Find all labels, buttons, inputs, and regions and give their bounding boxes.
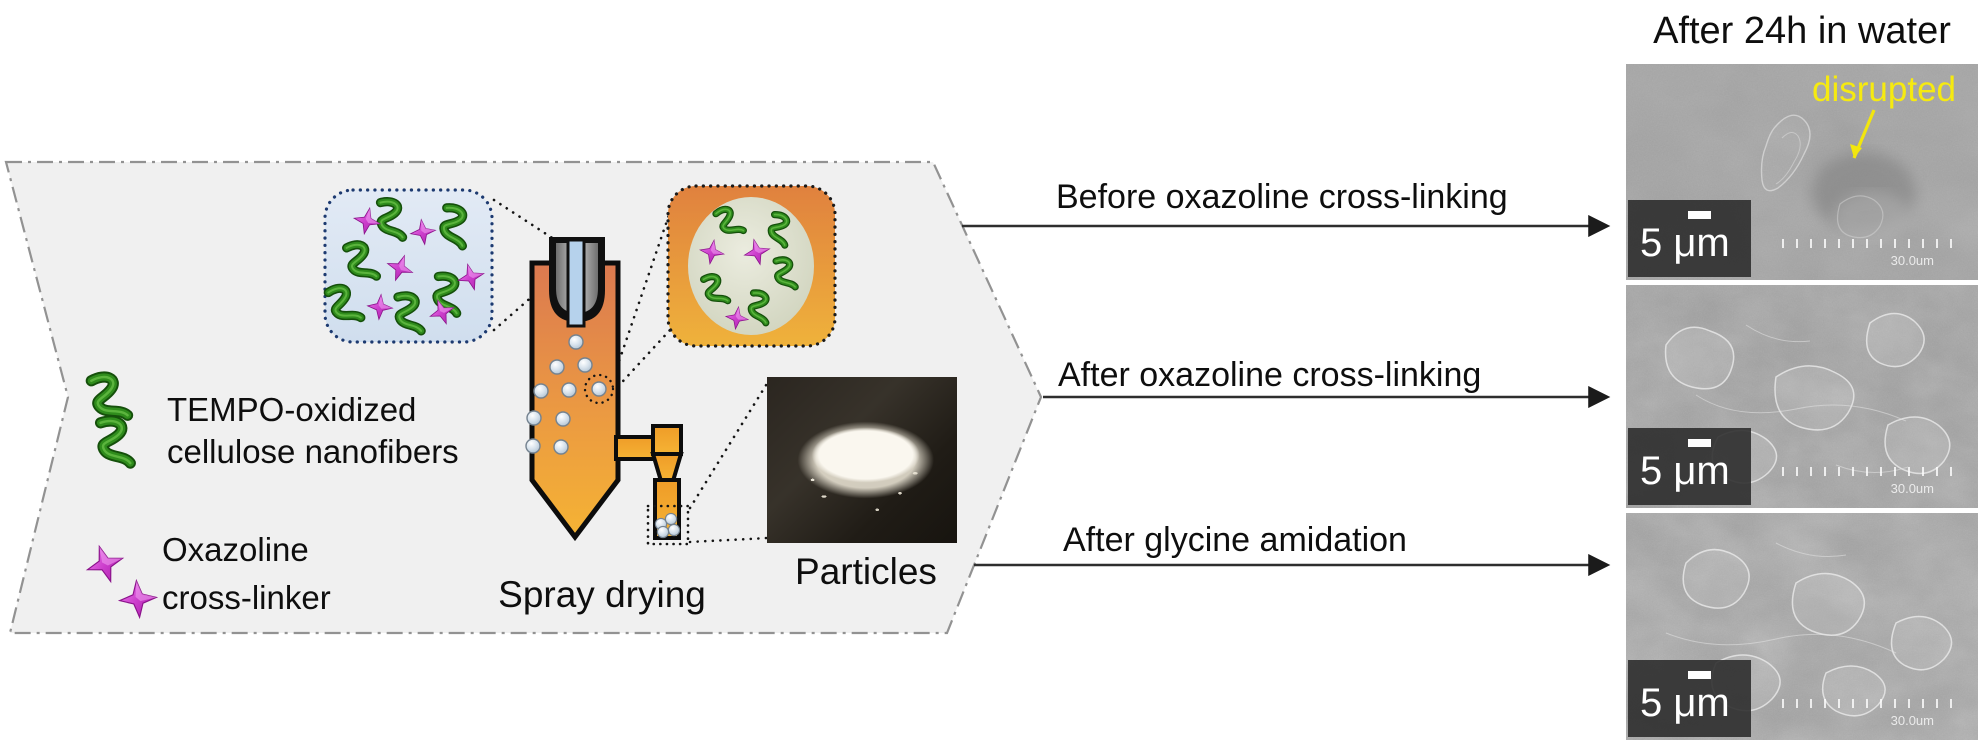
cnf-solution-inset <box>325 188 494 344</box>
dryer-nozzle-icon <box>549 237 605 328</box>
particles-photo <box>767 377 957 543</box>
particles-label: Particles <box>795 551 937 592</box>
sem-ruler <box>1782 239 1952 248</box>
scale-overlay: 5 μm <box>1628 660 1751 737</box>
sem-ruler-label: 30.0um <box>1890 713 1934 728</box>
droplet-inset <box>666 184 837 348</box>
disrupted-annotation: disrupted <box>1812 70 1956 109</box>
spray-dryer <box>525 237 690 546</box>
disrupted-arrow <box>1850 144 1862 158</box>
dryer-collector <box>614 424 690 546</box>
powder-zoom-marker <box>646 504 690 546</box>
sem-image-after-crosslinking: 30.0um 5 μm <box>1626 285 1978 508</box>
spray-drying-label: Spray drying <box>498 574 706 615</box>
scale-label: 5 μm <box>1640 221 1730 265</box>
sem-ruler-label: 30.0um <box>1890 481 1934 496</box>
sem-ruler <box>1782 467 1952 476</box>
sem-image-before-crosslinking: disrupted 30.0um 5 μm <box>1626 64 1978 280</box>
inset-connector-lines <box>492 198 770 544</box>
scale-bar <box>1688 671 1711 679</box>
scale-overlay: 5 μm <box>1628 428 1751 505</box>
legend-cnf-line1: TEMPO-oxidized <box>167 391 417 428</box>
scale-overlay: 5 μm <box>1628 200 1751 277</box>
scale-label: 5 μm <box>1640 681 1730 725</box>
scale-bar <box>1688 439 1711 447</box>
sem-ruler <box>1782 699 1952 708</box>
scale-label: 5 μm <box>1640 449 1730 493</box>
legend-crosslinker-line2: cross-linker <box>162 579 331 616</box>
legend-cnf-line2: cellulose nanofibers <box>167 433 459 470</box>
results-header: After 24h in water <box>1653 10 1951 52</box>
condition-label-after-glycine: After glycine amidation <box>1063 521 1407 559</box>
legend-crosslinker-line1: Oxazoline <box>162 531 309 568</box>
sem-image-after-glycine: 30.0um 5 μm <box>1626 513 1978 740</box>
zoomed-droplet-marker <box>583 373 615 405</box>
condition-label-before-crosslinking: Before oxazoline cross-linking <box>1056 178 1508 216</box>
scale-bar <box>1688 211 1711 219</box>
condition-label-after-crosslinking: After oxazoline cross-linking <box>1058 356 1482 394</box>
sem-ruler-label: 30.0um <box>1890 253 1934 268</box>
